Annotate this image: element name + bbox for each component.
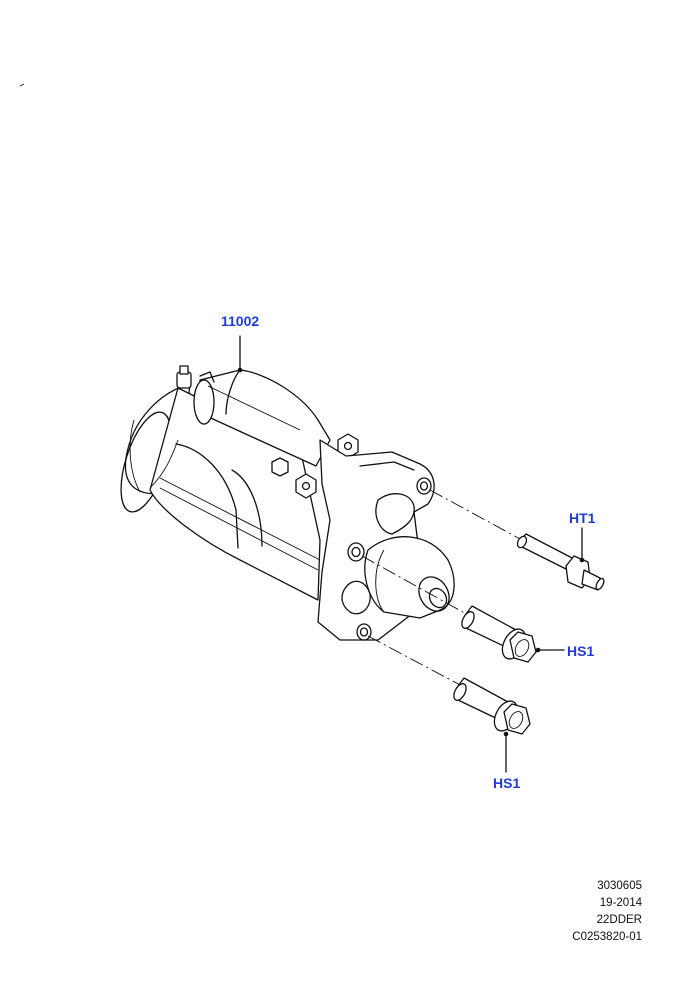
reference-illustration-id: C0253820-01 — [572, 931, 642, 943]
reference-model: 22DDER — [596, 914, 642, 926]
reference-date: 19-2014 — [599, 897, 642, 909]
starter-motor[interactable] — [111, 365, 455, 641]
callout-hs1-upper[interactable]: HS1 — [567, 643, 595, 659]
bolt-hs1-upper[interactable] — [361, 555, 537, 663]
bolt-hs1-lower[interactable] — [367, 635, 531, 735]
callout-ht1[interactable]: HT1 — [569, 510, 596, 526]
stud-ht1[interactable] — [429, 489, 605, 591]
callout-11002[interactable]: 11002 — [221, 313, 260, 329]
callout-hs1-lower[interactable]: HS1 — [493, 775, 521, 791]
reference-code: 3030605 — [597, 880, 642, 892]
reference-block: 3030605 19-2014 22DDER C0253820-01 — [502, 878, 642, 946]
